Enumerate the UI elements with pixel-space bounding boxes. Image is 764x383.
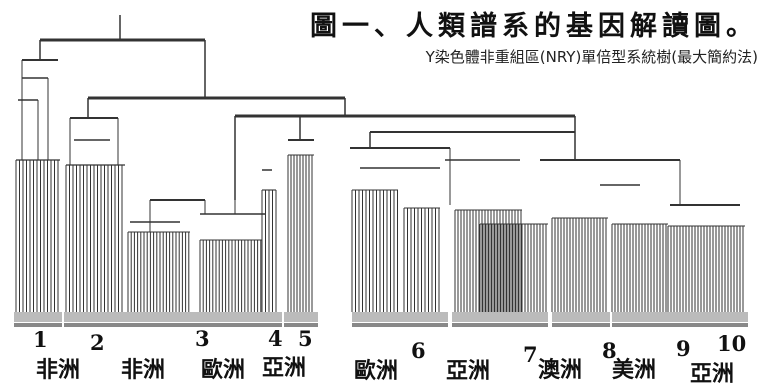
clade-number-3: 3 [195,326,210,351]
region-label-asia-2: 亞洲 [446,359,491,383]
tip-bar-5 [284,312,318,322]
region-label-europe-2: 歐洲 [354,359,399,383]
tip-bar-shadow-6 [352,323,448,327]
tip-bar-3 [128,312,262,322]
tip-bar-shadow-7 [452,323,548,327]
tip-bar-shadow-2 [64,323,128,327]
tip-bar-9 [612,312,668,322]
tip-bar-6 [352,312,448,322]
figure-subtitle: Y染色體非重組區(NRY)單倍型系統樹(最大簡約法) [425,48,758,66]
region-label-america: 美洲 [612,358,657,383]
region-label-australia: 澳洲 [538,358,583,383]
clade-number-8: 8 [602,338,617,363]
clade-number-10: 10 [717,331,747,356]
tip-bar-shadow-1 [14,323,62,327]
clade-number-9: 9 [676,336,691,361]
region-label-asia-1: 亞洲 [262,356,307,381]
tip-bar-shadow-4 [262,323,282,327]
tip-bar-2 [64,312,128,322]
clade-number-7: 7 [523,342,538,367]
clade-number-2: 2 [90,330,105,355]
tip-bar-shadow-8 [552,323,610,327]
tip-bar-8 [552,312,610,322]
region-label-africa-2: 非洲 [121,358,166,383]
clade-number-5: 5 [298,326,313,351]
region-label-africa-1: 非洲 [36,358,81,383]
clade-number-6: 6 [411,338,426,363]
tip-bar-shadow-9 [612,323,668,327]
region-label-europe-1: 歐洲 [201,358,246,383]
clade-number-1: 1 [33,327,48,352]
tip-bar-shadow-3 [128,323,262,327]
tip-bar-10 [668,312,748,322]
tip-bar-1 [14,312,62,322]
tip-bar-shadow-10 [668,323,748,327]
tip-bar-7 [452,312,548,322]
region-label-asia-3: 亞洲 [690,362,735,383]
tip-bar-shadow-5 [284,323,318,327]
tip-bar-4 [262,312,282,322]
figure-title: 圖一、人類譜系的基因解讀圖。 [310,11,758,42]
clade-number-4: 4 [268,326,283,351]
